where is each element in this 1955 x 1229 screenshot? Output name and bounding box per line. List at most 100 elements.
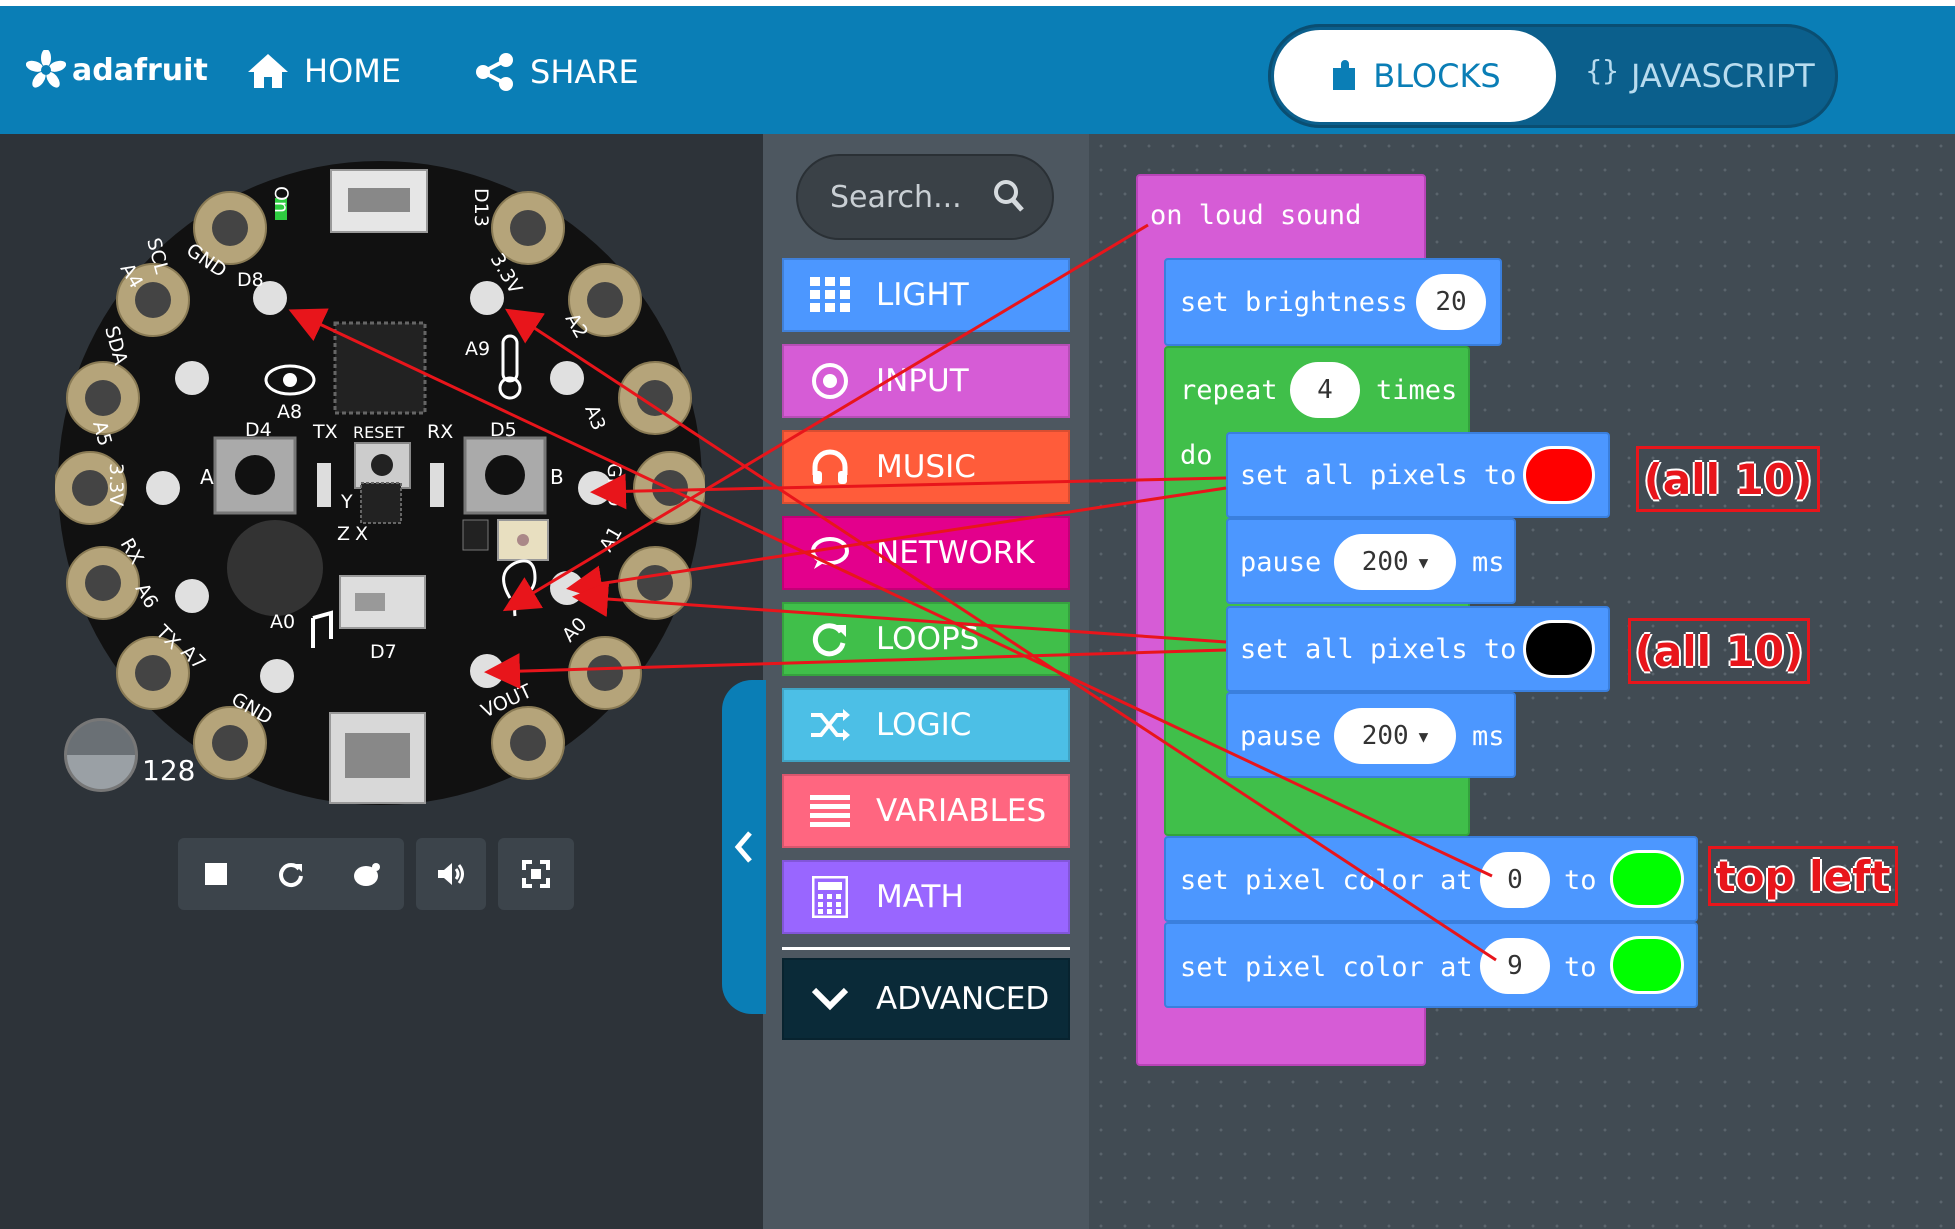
stop-icon [204, 863, 227, 885]
adafruit-flower-icon [26, 50, 66, 88]
toolbox-divider [782, 947, 1070, 950]
adafruit-logo[interactable]: adafruit [26, 50, 208, 90]
set-brightness-label: set brightness [1180, 287, 1408, 318]
red-color-swatch[interactable] [1523, 446, 1595, 504]
label-a8: A8 [277, 401, 302, 423]
label-gnd-right: GND [603, 463, 625, 507]
category-input-label: INPUT [876, 363, 969, 399]
pixel-index-9-input[interactable]: 9 [1480, 938, 1550, 994]
category-light-label: LIGHT [876, 277, 969, 313]
label-d7: D7 [370, 641, 397, 663]
pause-value-dropdown-1[interactable]: 200 ▼ [1334, 534, 1456, 590]
on-loud-sound-label: on loud sound [1150, 200, 1362, 231]
black-color-swatch[interactable] [1523, 620, 1595, 678]
dropdown-arrow-icon: ▼ [1418, 552, 1429, 572]
light-level-value: 128 [142, 754, 196, 787]
slow-mo-icon [354, 863, 381, 886]
label-d8: D8 [237, 269, 264, 291]
pause-value-dropdown-2[interactable]: 200 ▼ [1334, 708, 1456, 764]
fullscreen-button[interactable] [498, 838, 574, 910]
light-level-fill [67, 755, 135, 789]
pause-label-2: pause [1240, 721, 1322, 752]
restart-icon [279, 863, 303, 888]
annotation-top-left: top left [1708, 846, 1898, 906]
label-y: Y [340, 491, 353, 513]
category-loops[interactable]: LOOPS [782, 602, 1070, 676]
grid-icon [808, 273, 852, 317]
headphones-icon [808, 445, 852, 489]
sound-button[interactable] [416, 838, 486, 910]
category-variables-label: VARIABLES [876, 793, 1047, 829]
brightness-value-input[interactable]: 20 [1416, 274, 1486, 330]
editor-mode-toggle: BLOCKS {} JAVASCRIPT [1268, 24, 1838, 128]
label-tx: TX [312, 421, 338, 443]
nav-share[interactable]: SHARE [474, 52, 639, 92]
sound-icon [438, 863, 464, 885]
chevron-left-icon [734, 831, 752, 863]
lines-icon [808, 789, 852, 833]
loop-icon [808, 617, 852, 661]
label-on: On [270, 186, 292, 213]
nav-share-label: SHARE [530, 53, 639, 91]
blocks-mode-button[interactable]: BLOCKS [1274, 30, 1556, 122]
toolbox-search-input[interactable]: Search... [796, 154, 1054, 240]
collapse-simulator-button[interactable] [722, 680, 766, 1014]
label-d13: D13 [470, 188, 492, 227]
category-advanced-label: ADVANCED [876, 981, 1050, 1017]
category-logic[interactable]: LOGIC [782, 688, 1070, 762]
target-icon [808, 359, 852, 403]
label-reset: RESET [353, 423, 404, 442]
network-icon [808, 531, 852, 575]
label-d5: D5 [490, 419, 517, 441]
category-advanced[interactable]: ADVANCED [782, 958, 1070, 1040]
nav-home[interactable]: HOME [246, 52, 401, 90]
category-network-label: NETWORK [876, 535, 1035, 571]
repeat-do-label: do [1180, 440, 1213, 471]
repeat-label: repeat [1180, 375, 1278, 406]
label-a9: A9 [465, 338, 490, 360]
category-loops-label: LOOPS [876, 621, 980, 657]
braces-icon: {} [1585, 53, 1620, 87]
label-button-b: B [550, 465, 564, 489]
stop-button[interactable] [186, 863, 246, 885]
category-math[interactable]: MATH [782, 860, 1070, 934]
category-input[interactable]: INPUT [782, 344, 1070, 418]
pause-value-2: 200 [1361, 721, 1409, 751]
category-math-label: MATH [876, 879, 964, 915]
label-rx: RX [427, 421, 453, 443]
label-z: Z [337, 523, 350, 545]
nav-home-label: HOME [304, 52, 402, 90]
home-icon [248, 54, 288, 88]
header-bar: adafruit HOME SHARE BLOCKS {} JAVASCRIPT [0, 0, 1955, 134]
calculator-icon [808, 875, 852, 919]
category-light[interactable]: LIGHT [782, 258, 1070, 332]
set-pixel-color-0-to: to [1564, 865, 1597, 896]
javascript-mode-label: JAVASCRIPT [1631, 57, 1815, 95]
set-pixel-color-0-label: set pixel color at [1180, 865, 1473, 896]
shuffle-icon [808, 703, 852, 747]
repeat-count-input[interactable]: 4 [1290, 362, 1360, 418]
share-icon [476, 53, 513, 91]
category-variables[interactable]: VARIABLES [782, 774, 1070, 848]
javascript-mode-button[interactable]: {} JAVASCRIPT [1568, 30, 1832, 122]
annotation-all-10-red: (all 10) [1636, 446, 1820, 512]
simulator-controls-main [178, 838, 404, 910]
green-color-swatch-9[interactable] [1610, 936, 1684, 994]
green-color-swatch-0[interactable] [1610, 850, 1684, 908]
dropdown-arrow-icon: ▼ [1418, 726, 1429, 746]
set-all-pixels-red-label: set all pixels to [1240, 460, 1517, 491]
category-music[interactable]: MUSIC [782, 430, 1070, 504]
slow-mo-button[interactable] [336, 861, 396, 887]
pause-unit-2: ms [1472, 721, 1505, 752]
blocks-mode-label: BLOCKS [1373, 57, 1501, 95]
fullscreen-icon [522, 860, 550, 888]
restart-button[interactable] [261, 860, 321, 888]
light-level-slider[interactable] [64, 718, 138, 792]
repeat-times-label: times [1376, 375, 1458, 406]
circuit-playground-board[interactable]: On D13 GND 3.3V D8 A2 SCL A4 A9 A8 SDA A… [55, 158, 705, 808]
set-all-pixels-black-label: set all pixels to [1240, 634, 1517, 665]
pixel-index-0-input[interactable]: 0 [1480, 852, 1550, 908]
label-d4: D4 [245, 419, 272, 441]
label-x: X [355, 523, 368, 545]
category-network[interactable]: NETWORK [782, 516, 1070, 590]
